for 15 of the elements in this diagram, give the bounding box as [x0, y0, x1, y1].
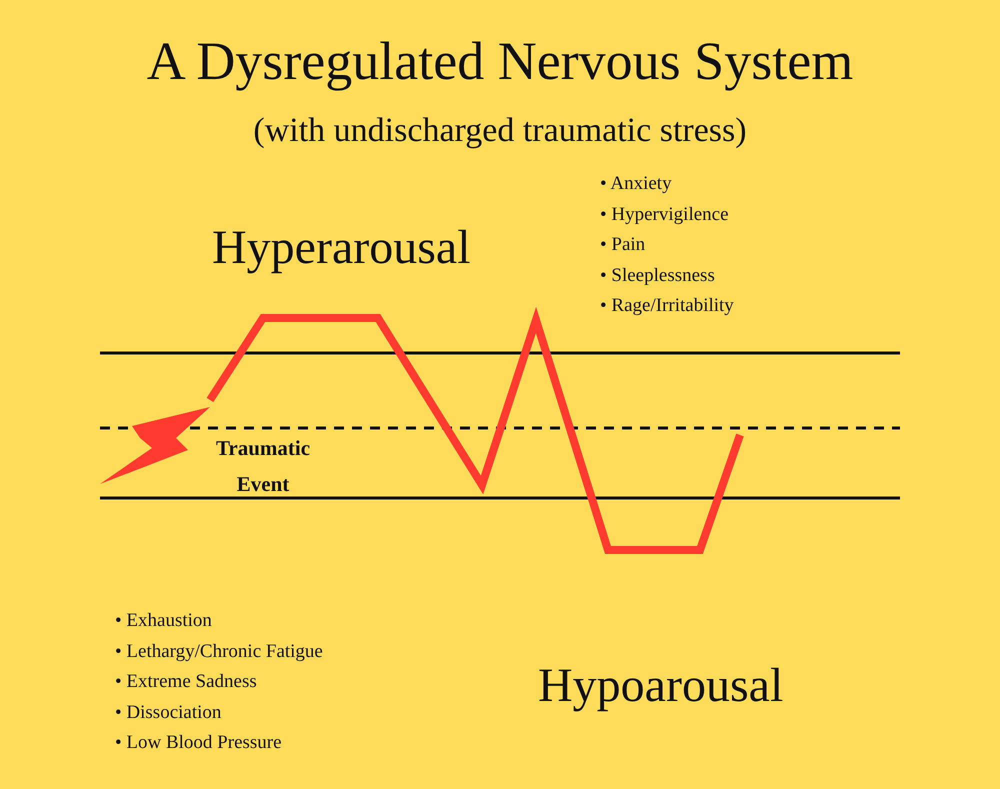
subtitle: (with undischarged traumatic stress): [252, 112, 748, 150]
symptom-item: • Dissociation: [115, 702, 222, 724]
symptom-item: • Anxiety: [600, 174, 672, 195]
symptom-item: • Sleeplessness: [600, 266, 715, 286]
symptom-item: • Low Blood Pressure: [115, 733, 282, 754]
event-label: Traumatic Event: [214, 435, 312, 498]
symptom-item: • Rage/Irritability: [600, 296, 734, 317]
zone-label: Hypoarousal: [538, 660, 784, 713]
symptom-item: • Lethargy/Chronic Fatigue: [115, 642, 323, 662]
title: A Dysregulated Nervous System: [146, 32, 854, 92]
symptom-item: • Extreme Sadness: [115, 672, 257, 693]
symptom-item: • Exhaustion: [115, 611, 212, 632]
symptom-item: • Hypervigilence: [600, 204, 729, 226]
zone-label: Hyperarousal: [212, 222, 471, 275]
symptom-item: • Pain: [600, 235, 646, 256]
